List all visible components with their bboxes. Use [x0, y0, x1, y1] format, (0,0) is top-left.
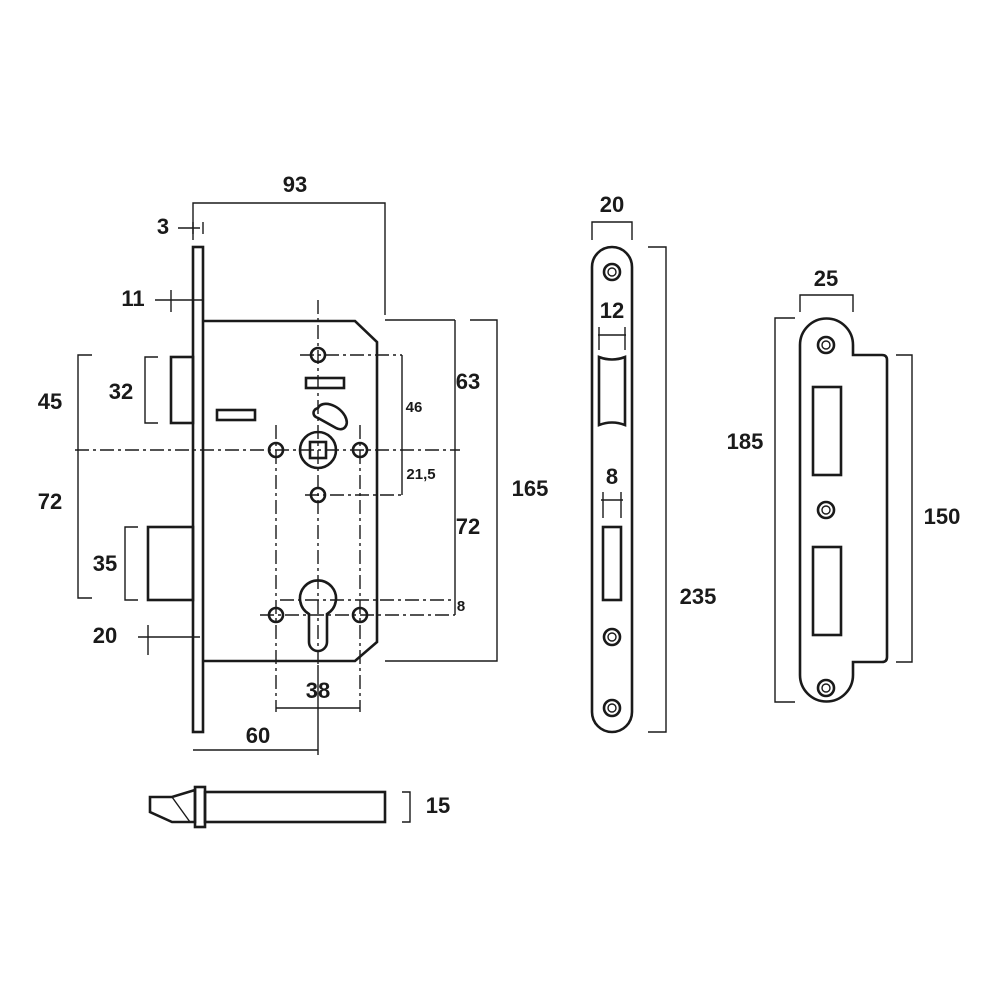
- dimension-label: 235: [680, 584, 717, 609]
- dimension-label: 32: [109, 379, 133, 404]
- bottom-view: 15: [148, 785, 450, 829]
- cylinder-hole: [298, 579, 338, 653]
- dimension-label: 45: [38, 389, 62, 414]
- dimension-label: 72: [38, 489, 62, 514]
- bolt-slot: [601, 525, 623, 602]
- dimension-label: 11: [121, 286, 144, 311]
- dimension-label: 38: [306, 678, 330, 703]
- lock-case: [75, 245, 460, 734]
- dimension-label: 8: [606, 464, 618, 489]
- dimension-label: 15: [426, 793, 450, 818]
- lock-dimensions: 93 3 11 45 72 32 35 20 60 38 63 46 21,5 …: [38, 172, 549, 755]
- dimension-label: 60: [246, 723, 270, 748]
- dimension-label: 63: [456, 369, 480, 394]
- case-body: [203, 319, 379, 663]
- dimension-label: 185: [727, 429, 764, 454]
- follower: [298, 430, 338, 470]
- dimension-label: 46: [406, 399, 423, 416]
- dimension-label: 20: [600, 192, 624, 217]
- dimension-label: 8: [457, 598, 465, 615]
- dimension-label: 12: [600, 298, 624, 323]
- dimension-label: 3: [157, 214, 169, 239]
- dimension-label: 25: [814, 266, 838, 291]
- dimension-label: 20: [93, 623, 117, 648]
- faceplate-side: [191, 245, 205, 734]
- deadbolt: [146, 525, 195, 602]
- dimension-label: 21,5: [406, 466, 435, 483]
- latch: [169, 355, 195, 425]
- strike-plate: 25 185 150: [727, 266, 961, 703]
- faceplate-front: 20 12 8 235: [590, 192, 717, 734]
- latch-slot: [597, 355, 627, 427]
- dimension-label: 72: [456, 514, 480, 539]
- dimension-label: 150: [924, 504, 961, 529]
- dimension-label: 35: [93, 551, 117, 576]
- fixing-holes: [267, 346, 369, 624]
- dimension-label: 165: [512, 476, 549, 501]
- cam: [312, 402, 348, 431]
- dimension-label: 93: [283, 172, 307, 197]
